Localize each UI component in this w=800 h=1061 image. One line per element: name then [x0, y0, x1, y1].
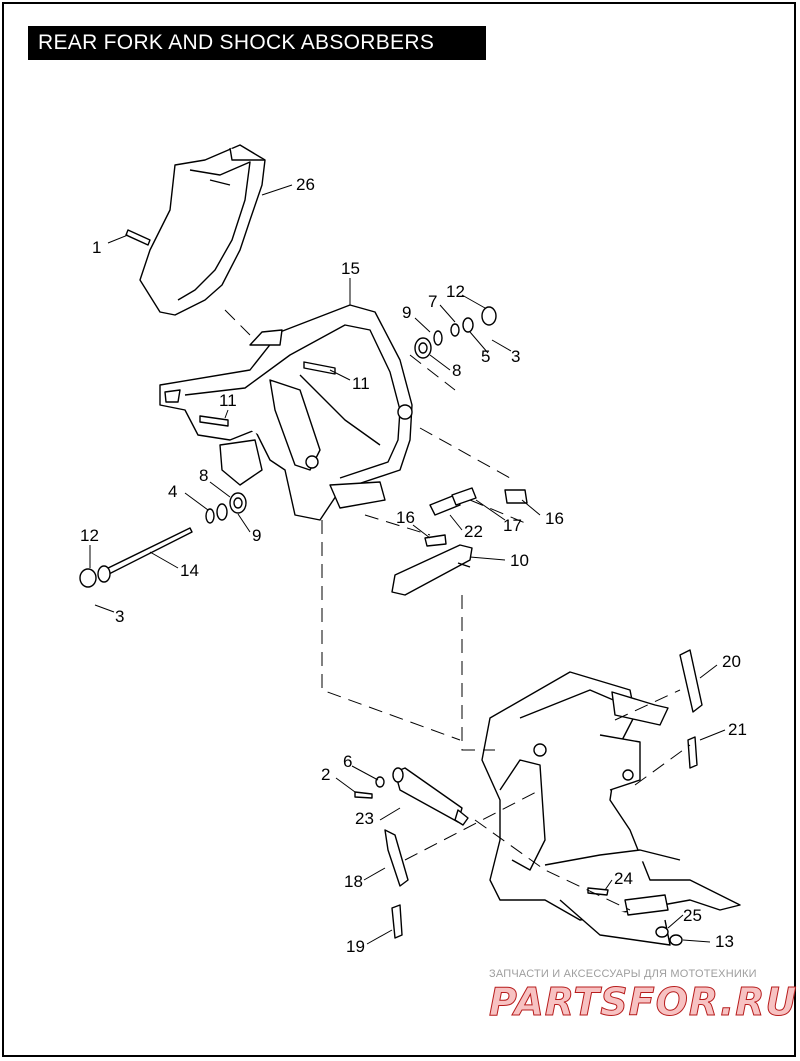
callout-12: 12 — [80, 526, 99, 545]
pivot-shaft-part — [79, 527, 193, 588]
page-title: REAR FORK AND SHOCK ABSORBERS — [28, 26, 486, 60]
callout-3: 3 — [115, 607, 124, 626]
callout-11: 11 — [352, 374, 370, 393]
shield-19 — [391, 904, 403, 939]
watermark-logo: PARTSFOR.RU — [488, 980, 798, 1025]
shield-20 — [679, 649, 703, 713]
pivot-hardware-left — [205, 492, 247, 524]
watermark-subtitle: ЗАПЧАСТИ И АКСЕССУАРЫ ДЛЯ МОТОТЕХНИКИ — [489, 968, 757, 980]
shock-absorber-part — [354, 767, 469, 826]
callout-3: 3 — [511, 347, 520, 366]
callout-18: 18 — [344, 872, 363, 891]
callout-12: 12 — [446, 282, 465, 301]
callout-2: 2 — [321, 765, 330, 784]
callout-9: 9 — [402, 303, 411, 322]
callout-7: 7 — [428, 292, 437, 311]
shield-18 — [384, 829, 409, 887]
callout-20: 20 — [722, 652, 741, 671]
leader-lines — [89, 184, 726, 945]
callout-17: 17 — [503, 516, 522, 535]
callout-labels: 26 1 15 12 9 7 5 3 8 11 11 8 4 9 12 14 3… — [80, 175, 747, 956]
callout-6: 6 — [343, 752, 352, 771]
callout-10: 10 — [510, 551, 529, 570]
axle-washer — [655, 926, 669, 938]
axle-nut — [669, 934, 683, 946]
callout-22: 22 — [464, 522, 483, 541]
pivot-hardware-right — [414, 306, 497, 359]
callout-8: 8 — [452, 361, 461, 380]
callout-15: 15 — [341, 259, 360, 278]
callout-25: 25 — [683, 906, 702, 925]
assembly-lines — [224, 309, 691, 911]
callout-16: 16 — [545, 509, 564, 528]
frame-part — [159, 304, 413, 521]
callout-19: 19 — [346, 937, 365, 956]
shock-link-part — [391, 544, 473, 596]
bushings — [424, 487, 528, 547]
fender-screw — [125, 229, 151, 246]
callout-23: 23 — [355, 809, 374, 828]
callout-16: 16 — [396, 508, 415, 527]
callout-11: 11 — [219, 391, 237, 410]
callout-24: 24 — [614, 869, 633, 888]
callout-8: 8 — [199, 466, 208, 485]
callout-21: 21 — [728, 720, 747, 739]
inner-fender-part — [139, 144, 266, 316]
callout-4: 4 — [168, 482, 177, 501]
shield-21 — [687, 736, 698, 769]
frame-bolts — [199, 361, 336, 427]
callout-14: 14 — [180, 561, 199, 580]
callout-13: 13 — [715, 932, 734, 951]
swingarm-part — [481, 671, 741, 946]
callout-9: 9 — [252, 526, 261, 545]
axle-screw — [587, 887, 609, 896]
callout-5: 5 — [481, 347, 490, 366]
callout-26: 26 — [296, 175, 315, 194]
callout-1: 1 — [92, 238, 101, 257]
